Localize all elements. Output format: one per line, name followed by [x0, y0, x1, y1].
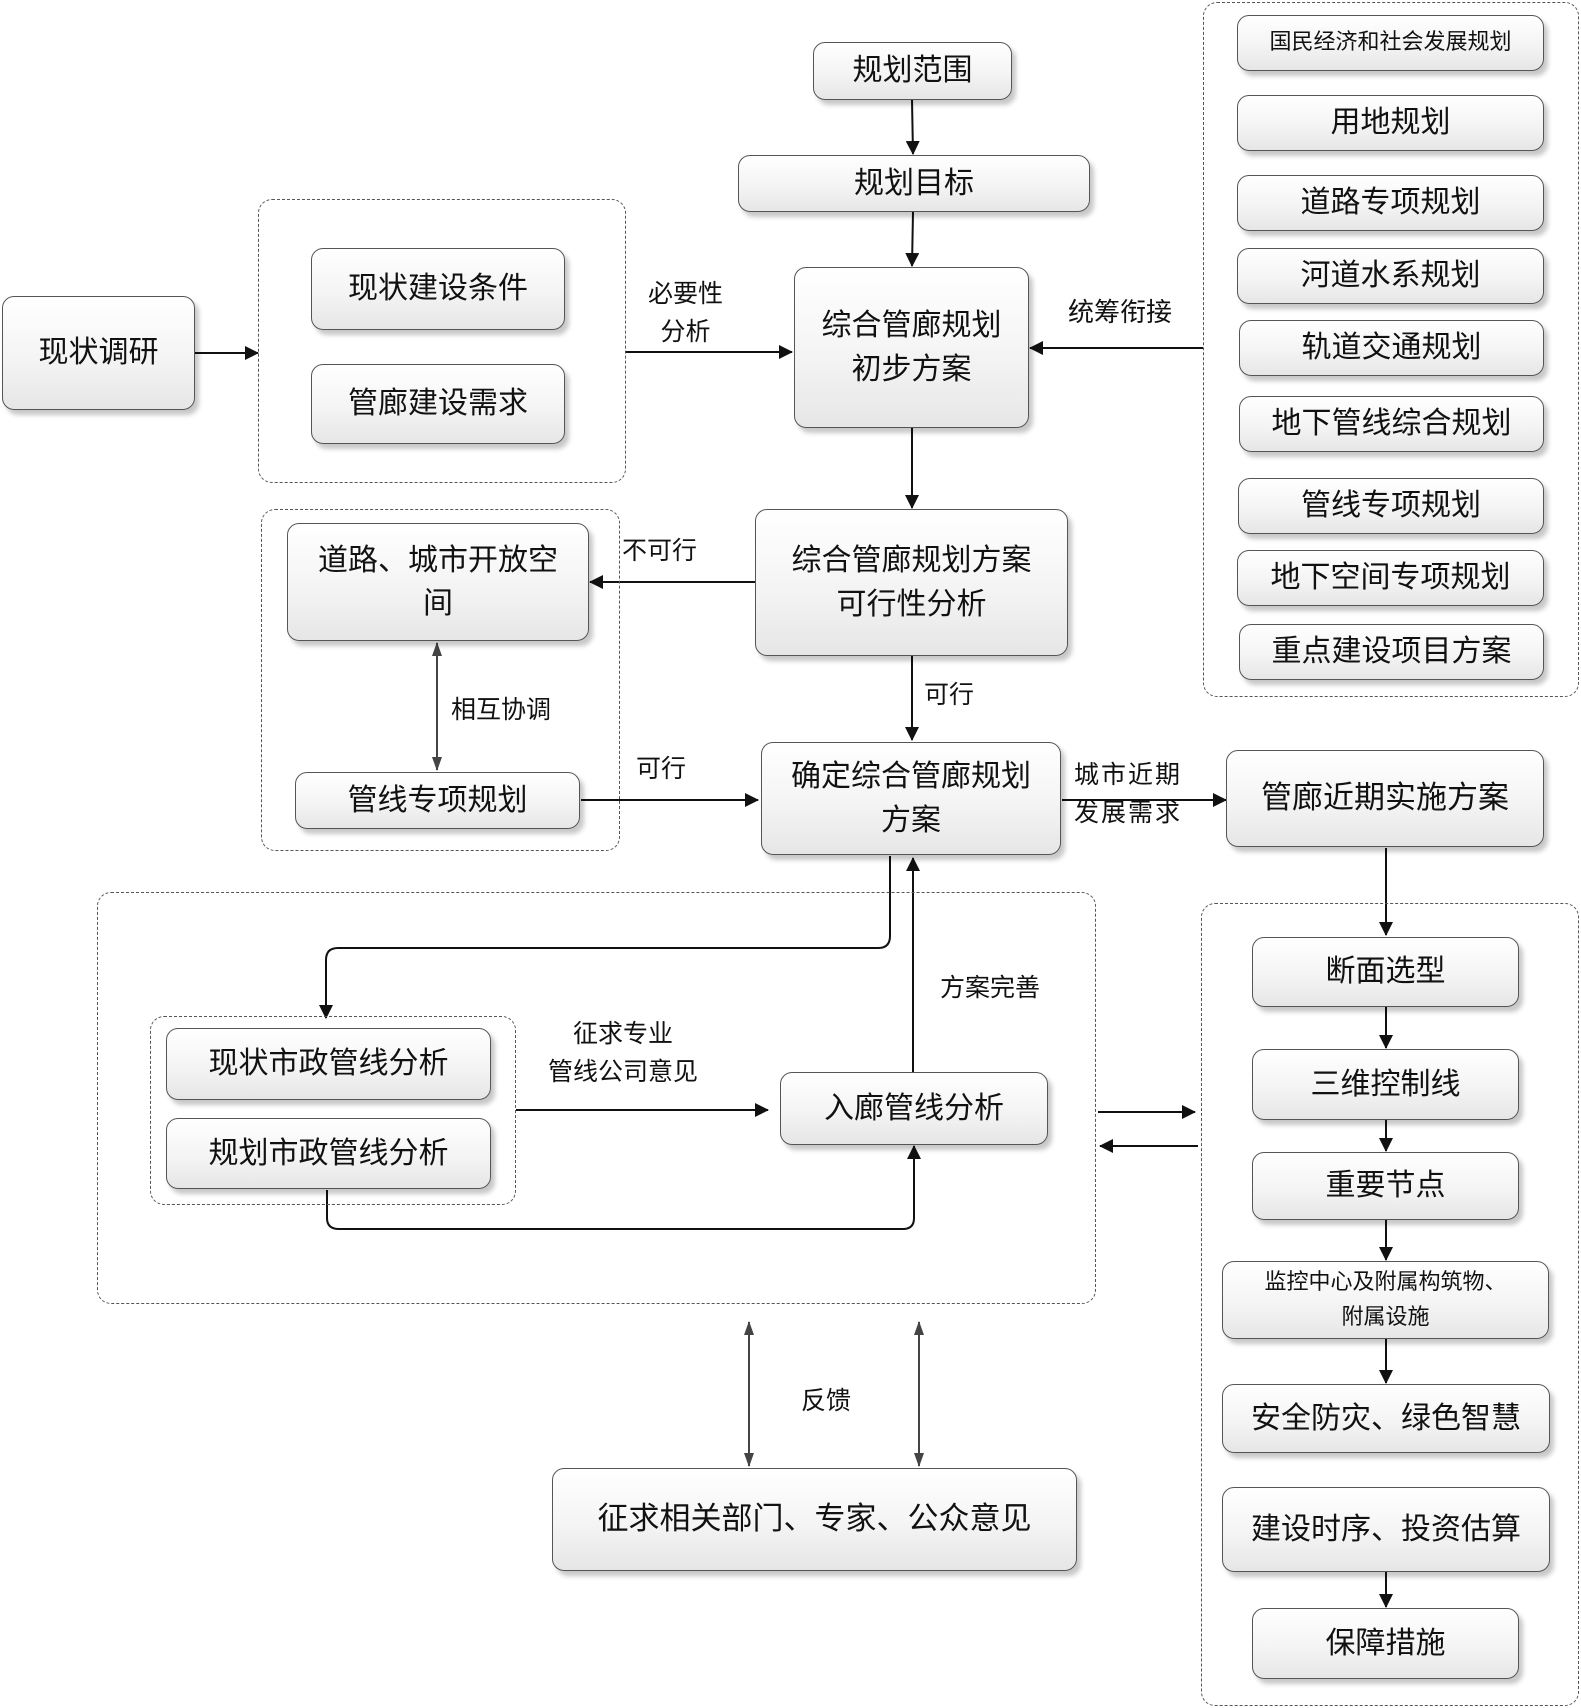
- node-final-plan-line2: 方案: [881, 802, 941, 838]
- group-pipeline-analysis: [97, 892, 1096, 1304]
- node-existing-conditions-label: 现状建设条件: [348, 271, 528, 307]
- step-safety-green[interactable]: 安全防灾、绿色智慧: [1222, 1384, 1550, 1453]
- step-schedule-investment[interactable]: 建设时序、投资估算: [1222, 1487, 1550, 1572]
- node-planning-goal-label: 规划目标: [854, 165, 974, 201]
- node-final-plan[interactable]: 确定综合管廊规划 方案: [761, 742, 1061, 855]
- related-plan-label: 轨道交通规划: [1301, 330, 1482, 366]
- node-public-opinion[interactable]: 征求相关部门、专家、公众意见: [552, 1468, 1077, 1571]
- node-entry-pipeline[interactable]: 入廊管线分析: [780, 1072, 1048, 1145]
- step-label: 三维控制线: [1310, 1066, 1461, 1102]
- node-road-open-space[interactable]: 道路、城市开放空 间: [287, 523, 589, 641]
- related-plan-label: 管线专项规划: [1301, 488, 1481, 524]
- node-road-open-space-line1: 道路、城市开放空: [318, 542, 558, 578]
- related-plan-label: 地下管线综合规划: [1271, 406, 1512, 442]
- arrow-final-to-pipeline: [319, 856, 891, 1019]
- node-planning-scope-label: 规划范围: [852, 53, 973, 89]
- node-preliminary-plan[interactable]: 综合管廊规划 初步方案: [794, 267, 1029, 428]
- edge-label-not-feasible: 不可行: [622, 536, 698, 565]
- edge-label-coordinate-link: 统筹衔接: [1068, 298, 1173, 328]
- node-feasibility-line2: 可行性分析: [836, 586, 987, 622]
- related-plan-item[interactable]: 管线专项规划: [1238, 478, 1544, 534]
- edge-label-necessity-line1: 必要性: [648, 279, 724, 308]
- related-plan-item[interactable]: 河道水系规划: [1237, 248, 1544, 304]
- edge-label-solicit-line2: 管线公司意见: [548, 1056, 699, 1086]
- node-existing-conditions[interactable]: 现状建设条件: [311, 248, 565, 330]
- node-final-plan-line1: 确定综合管廊规划: [791, 759, 1031, 794]
- node-feasibility[interactable]: 综合管廊规划方案 可行性分析: [755, 509, 1068, 656]
- step-label-line2: 附属设施: [1341, 1305, 1430, 1330]
- group-coordination: [261, 509, 620, 851]
- step-section-selection[interactable]: 断面选型: [1252, 937, 1519, 1007]
- group-related-plans: [1203, 2, 1579, 697]
- related-plan-label: 国民经济和社会发展规划: [1269, 30, 1512, 56]
- step-label: 断面选型: [1325, 954, 1446, 990]
- edge-label-city-need: 城市近期 发展需求: [1074, 756, 1182, 831]
- node-survey-label: 现状调研: [38, 335, 159, 371]
- node-road-open-space-line2: 间: [423, 586, 453, 621]
- step-label: 建设时序、投资估算: [1251, 1511, 1521, 1547]
- arrow-planned-to-entry: [326, 1145, 921, 1230]
- node-corridor-demand-label: 管廊建设需求: [348, 386, 528, 422]
- related-plan-item[interactable]: 道路专项规划: [1237, 175, 1544, 231]
- node-planned-pipeline-label: 规划市政管线分析: [208, 1135, 449, 1171]
- edge-label-feedback: 反馈: [801, 1386, 852, 1415]
- edge-label-solicit-line1: 征求专业: [573, 1019, 674, 1048]
- node-public-opinion-label: 征求相关部门、专家、公众意见: [597, 1501, 1032, 1538]
- node-entry-pipeline-label: 入廊管线分析: [824, 1090, 1004, 1126]
- related-plan-item[interactable]: 国民经济和社会发展规划: [1237, 15, 1544, 71]
- step-label: 安全防灾、绿色智慧: [1251, 1400, 1521, 1436]
- step-key-nodes[interactable]: 重要节点: [1252, 1152, 1519, 1220]
- related-plan-label: 河道水系规划: [1300, 258, 1481, 294]
- node-planning-scope[interactable]: 规划范围: [813, 42, 1012, 100]
- node-existing-pipeline[interactable]: 现状市政管线分析: [166, 1028, 491, 1100]
- edge-label-city-need-line1: 城市近期: [1074, 760, 1183, 789]
- group-pipeline-inputs: [150, 1016, 516, 1205]
- edge-label-refine: 方案完善: [940, 973, 1041, 1002]
- related-plan-label: 重点建设项目方案: [1271, 634, 1512, 670]
- node-near-term-plan[interactable]: 管廊近期实施方案: [1226, 750, 1544, 847]
- node-planning-goal[interactable]: 规划目标: [738, 155, 1090, 212]
- node-feasibility-line1: 综合管廊规划方案: [791, 543, 1032, 578]
- edge-label-solicit: 征求专业 管线公司意见: [548, 1015, 698, 1090]
- related-plan-item[interactable]: 地下管线综合规划: [1239, 396, 1544, 452]
- arrow-goal-to-prelim: [905, 211, 920, 267]
- related-plan-item[interactable]: 重点建设项目方案: [1239, 624, 1544, 680]
- step-3d-control-line[interactable]: 三维控制线: [1252, 1049, 1519, 1120]
- node-corridor-demand[interactable]: 管廊建设需求: [311, 364, 565, 444]
- node-survey[interactable]: 现状调研: [2, 296, 195, 410]
- group-implementation-steps: [1201, 903, 1579, 1706]
- step-label-line1: 监控中心及附属构筑物、: [1264, 1269, 1507, 1295]
- arrow-scope-to-goal: [905, 99, 920, 155]
- related-plan-label: 用地规划: [1330, 105, 1451, 141]
- edge-label-city-need-line2: 发展需求: [1074, 797, 1183, 827]
- related-plan-label: 道路专项规划: [1300, 185, 1481, 221]
- related-plan-item[interactable]: 轨道交通规划: [1239, 320, 1544, 376]
- node-preliminary-plan-line2: 初步方案: [851, 351, 972, 387]
- step-safeguards[interactable]: 保障措施: [1252, 1608, 1519, 1679]
- node-existing-pipeline-label: 现状市政管线分析: [208, 1046, 449, 1082]
- edge-label-necessity-line2: 分析: [660, 316, 711, 346]
- edge-label-mutual-coord: 相互协调: [451, 695, 552, 724]
- edge-label-feasible-down: 可行: [924, 680, 975, 709]
- edge-label-feasible-right: 可行: [636, 754, 687, 783]
- node-pipeline-special-left-label: 管线专项规划: [347, 782, 528, 818]
- related-plan-item[interactable]: 地下空间专项规划: [1237, 550, 1544, 606]
- edge-label-necessity: 必要性 分析: [648, 275, 723, 350]
- related-plan-label: 地下空间专项规划: [1270, 560, 1511, 596]
- node-pipeline-special-left[interactable]: 管线专项规划: [295, 772, 580, 829]
- step-label: 保障措施: [1325, 1625, 1446, 1661]
- node-near-term-plan-label: 管廊近期实施方案: [1261, 780, 1509, 817]
- step-label: 重要节点: [1325, 1168, 1446, 1204]
- step-monitoring-center[interactable]: 监控中心及附属构筑物、 附属设施: [1222, 1261, 1549, 1339]
- group-existing-analysis: [258, 199, 626, 483]
- node-planned-pipeline[interactable]: 规划市政管线分析: [166, 1118, 491, 1189]
- related-plan-item[interactable]: 用地规划: [1237, 95, 1544, 151]
- node-preliminary-plan-line1: 综合管廊规划: [821, 308, 1002, 343]
